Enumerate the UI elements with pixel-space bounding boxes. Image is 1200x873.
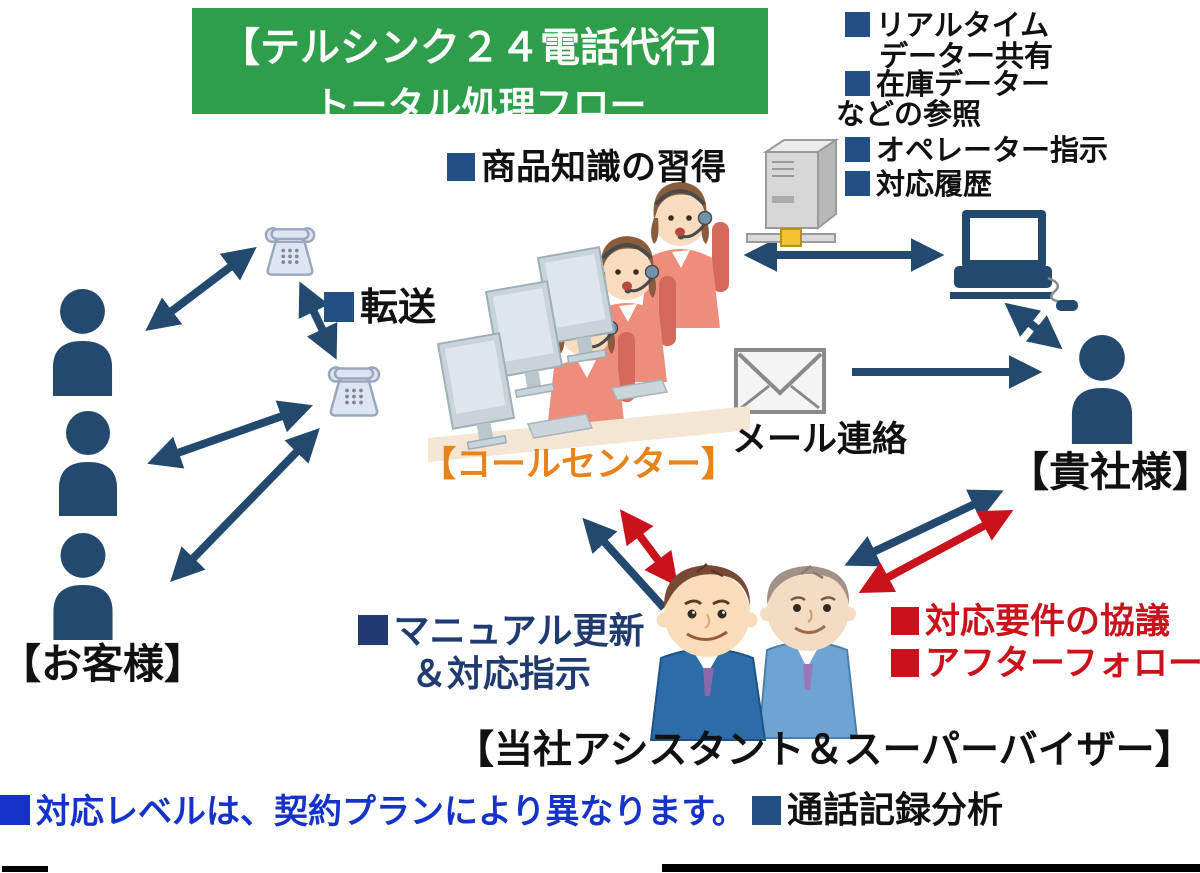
client-label: 【貴社様】	[1008, 448, 1200, 496]
arrow-customer2-phone2	[147, 400, 313, 469]
bottom-bar-left	[2, 866, 48, 872]
after-follow-label: アフターフォロー	[891, 644, 1200, 684]
operator-icon	[638, 180, 731, 330]
label-text: 対応レベルは、契約プランにより異なります。	[36, 792, 746, 832]
keyboard-icon	[610, 379, 669, 401]
bullet-square-icon	[845, 171, 870, 196]
list-item-text: 在庫データー	[876, 67, 1051, 101]
discussion-label: 対応要件の協議	[891, 602, 1171, 642]
phone-icon	[264, 227, 316, 276]
bullet-square-icon	[845, 12, 870, 37]
label-text: マニュアル更新	[393, 611, 645, 652]
list-item-text: 対応履歴	[876, 167, 993, 201]
bullet-square-icon	[845, 71, 870, 96]
list-item-realtime: リアルタイム	[845, 2, 1049, 44]
bullet-square-icon	[357, 615, 388, 645]
arrow-supervisor-client-red	[858, 510, 1014, 593]
label-text: 商品知識の習得	[481, 148, 727, 188]
manual-update-label: マニュアル更新 ＆対応指示	[338, 610, 664, 696]
arrow-supervisor-callcenter-red	[619, 509, 679, 587]
label-text: 通話記録分析	[787, 790, 1004, 831]
bottom-bar-right	[662, 864, 1200, 872]
product-knowledge-label: 商品知識の習得	[447, 148, 727, 188]
label-text: 対応要件の協議	[925, 602, 1171, 642]
bullet-square-icon	[447, 153, 475, 181]
call-log-analysis-label: 通話記録分析	[752, 790, 1004, 831]
list-item-text: データー共有	[879, 39, 1054, 73]
phone-icon	[327, 366, 381, 417]
arrow-phone1-phone2-transfer	[298, 281, 338, 360]
list-item-realtime-2: データー共有	[879, 33, 1053, 75]
arrow-customer3-phone2	[170, 427, 320, 583]
call-center-illustration	[428, 180, 750, 462]
label-text: 転送	[360, 285, 437, 329]
bullet-square-icon	[891, 607, 919, 635]
customer-icon	[53, 533, 113, 640]
mouse-icon	[1056, 300, 1078, 311]
list-item-response-history: 対応履歴	[845, 161, 992, 203]
list-item-stock-2: などの参照	[836, 91, 981, 133]
laptop-icon	[950, 210, 1078, 311]
arrow-laptop-client	[1004, 302, 1063, 350]
arrow-customer1-phone1	[145, 246, 257, 332]
title-line1: 【テルシンク２４電話代行】	[220, 25, 740, 71]
server-icon	[746, 138, 840, 247]
label-text: ＆対応指示	[410, 654, 591, 696]
mail-icon	[734, 348, 826, 414]
title-line2: トータル処理フロー	[313, 84, 647, 127]
customer-arrows	[145, 246, 338, 583]
bullet-square-icon	[845, 137, 870, 162]
list-item-text: などの参照	[836, 97, 982, 131]
keyboard-icon	[526, 413, 594, 439]
list-item-stock: 在庫データー	[845, 61, 1050, 103]
call-center-label: 【コールセンター】	[421, 445, 737, 485]
customer-icon	[59, 411, 117, 516]
client-person-icon	[1071, 335, 1133, 444]
label-text: アフターフォロー	[925, 644, 1200, 684]
transfer-label: 転送	[324, 285, 437, 329]
level-note-label: 対応レベルは、契約プランにより異なります。	[0, 793, 746, 831]
list-item-operator-instruction: オペレーター指示	[845, 127, 1108, 169]
arrow-supervisor-callcenter	[582, 517, 667, 611]
list-item-text: リアルタイム	[876, 8, 1050, 42]
red-arrows	[619, 509, 1014, 593]
desk	[428, 406, 750, 462]
mouse-cord	[1047, 276, 1063, 304]
supervisor-label: 【当社アシスタント＆スーパーバイザー】	[455, 728, 1194, 773]
title-banner: 【テルシンク２４電話代行】 トータル処理フロー	[192, 8, 768, 127]
bullet-square-icon	[0, 795, 30, 825]
customer-icon	[52, 289, 113, 396]
list-item-text: オペレーター指示	[876, 133, 1109, 167]
mail-contact-label: メール連絡	[732, 420, 908, 460]
bullet-square-icon	[324, 292, 354, 322]
bullet-square-icon	[891, 649, 919, 677]
supervisors-illustration	[649, 563, 859, 741]
bullet-square-icon	[752, 796, 781, 825]
customers-label: 【お客様】	[0, 640, 205, 688]
